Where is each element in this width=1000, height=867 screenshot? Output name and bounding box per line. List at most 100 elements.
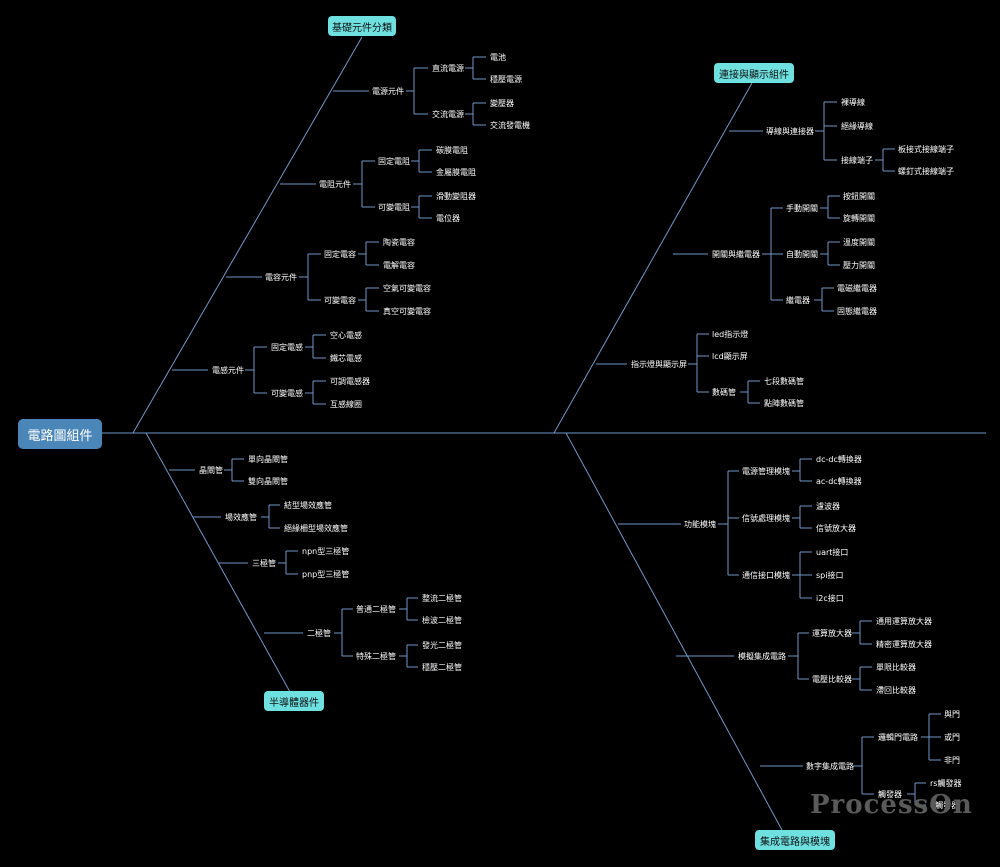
leaf-transformer: 變壓器 <box>490 98 514 108</box>
node-fixed-inductor: 固定電感 <box>271 342 303 352</box>
leaf-vacuum-variable-capacitor: 真空可變電容 <box>383 306 431 316</box>
node-diode: 二極管 <box>307 628 331 638</box>
leaf-d-flip-flop: d觸發器 <box>930 800 959 810</box>
node-function-module: 功能模塊 <box>684 519 716 529</box>
leaf-ceramic-capacitor: 陶瓷電容 <box>383 237 415 247</box>
leaf-mosfet: 絕緣柵型場效應管 <box>284 523 348 533</box>
node-transistor: 三極管 <box>252 558 276 568</box>
node-wires-connectors: 導線與連接器 <box>766 126 814 136</box>
branch-ic-modules: 功能模塊 電源管理模塊 信號處理模塊 通信接口模塊 dc-dc轉換器 ac-dc… <box>618 454 961 810</box>
leaf-board-terminal: 板接式接線端子 <box>898 144 954 154</box>
node-indicators-displays: 指示燈與顯示屏 <box>631 359 687 369</box>
leaf-mutual-inductor: 互感線圈 <box>330 399 362 409</box>
leaf-iron-core-inductor: 鐵芯電感 <box>330 353 362 363</box>
leaf-metal-film-resistor: 金屬膜電阻 <box>436 167 476 177</box>
branch-basic-components: 電源元件 直流電源 交流電源 電池 穩壓電源 變壓器 交流發電機 電阻元件 固定… <box>172 52 530 409</box>
node-relay: 繼電器 <box>786 295 810 305</box>
node-comparator: 電壓比較器 <box>812 674 852 684</box>
leaf-ac-dc-converter: ac-dc轉換器 <box>816 476 862 486</box>
node-auto-switch: 自動開關 <box>786 249 818 259</box>
watermark-logo: ProcessOn <box>810 790 973 820</box>
node-digit-tube: 數碼管 <box>712 387 736 397</box>
category-connection-display[interactable]: 連接與顯示組件 <box>714 63 794 83</box>
node-resistor-component: 電阻元件 <box>319 179 351 189</box>
leaf-unidirectional-thyristor: 單向晶閘管 <box>248 454 288 464</box>
leaf-ac-generator: 交流發電機 <box>490 120 530 130</box>
branch-connection-display: 導線與連接器 裸導線 絕緣導線 接線端子 板接式接線端子 螺釘式接線端子 開關與… <box>596 97 954 408</box>
node-variable-capacitor: 可變電容 <box>324 295 356 305</box>
leaf-pressure-switch: 壓力開關 <box>843 260 875 270</box>
leaf-detector-diode: 檢波二極管 <box>422 615 462 625</box>
leaf-zener-diode: 穩壓二極管 <box>422 662 462 672</box>
node-signal-processing: 信號處理模塊 <box>742 513 790 523</box>
leaf-air-core-inductor: 空心電感 <box>330 330 362 340</box>
node-variable-inductor: 可變電感 <box>271 388 303 398</box>
node-switches-relays: 開關與繼電器 <box>712 249 760 259</box>
node-fixed-capacitor: 固定電容 <box>324 249 356 259</box>
node-terminal-block: 接線端子 <box>841 155 873 165</box>
leaf-dot-matrix: 點陣數碼管 <box>764 398 804 408</box>
leaf-not-gate: 非門 <box>944 755 960 765</box>
leaf-spi: spi接口 <box>816 570 843 580</box>
leaf-rectifier-diode: 整流二極管 <box>422 593 462 603</box>
leaf-electrolytic-capacitor: 電解電容 <box>383 260 415 270</box>
leaf-general-op-amp: 通用運算放大器 <box>876 616 932 626</box>
branch-semiconductor-devices: 晶閘管 單向晶閘管 雙向晶閘管 場效應管 結型場效應管 絕緣柵型場效應管 三極管… <box>169 454 462 672</box>
node-flip-flop: 觸發器 <box>878 789 902 799</box>
leaf-adjustable-inductor: 可調電感器 <box>330 376 370 386</box>
leaf-seven-segment: 七段數碼管 <box>764 376 804 386</box>
node-fet: 場效應管 <box>225 512 257 522</box>
leaf-precision-op-amp: 精密運算放大器 <box>876 639 932 649</box>
leaf-push-button-switch: 按鈕開關 <box>843 191 875 201</box>
leaf-jfet: 結型場效應管 <box>284 500 332 510</box>
leaf-bidirectional-thyristor: 雙向晶閘管 <box>248 476 288 486</box>
node-fixed-resistor: 固定電阻 <box>378 156 410 166</box>
leaf-bare-wire: 裸導線 <box>841 97 865 107</box>
leaf-filter: 濾波器 <box>816 501 840 511</box>
leaf-rs-flip-flop: rs觸發器 <box>930 778 961 788</box>
leaf-signal-amplifier: 信號放大器 <box>816 523 856 533</box>
leaf-dc-dc-converter: dc-dc轉換器 <box>816 454 862 464</box>
node-power-component: 電源元件 <box>372 86 404 96</box>
node-variable-resistor: 可變電阻 <box>378 202 410 212</box>
node-analog-ic: 模擬集成電路 <box>738 651 786 661</box>
leaf-solid-state-relay: 固態繼電器 <box>837 306 877 316</box>
leaf-lcd-display: lcd顯示屏 <box>712 352 748 361</box>
category-ic-modules[interactable]: 集成電路與模塊 <box>755 830 835 850</box>
leaf-led-diode: 發光二極管 <box>422 640 462 650</box>
node-ac-power: 交流電源 <box>432 109 464 119</box>
node-manual-switch: 手動開關 <box>786 203 818 213</box>
bone-upper-right <box>553 82 753 434</box>
leaf-led-indicator: led指示燈 <box>712 329 748 339</box>
leaf-pnp-transistor: pnp型三極管 <box>302 569 349 579</box>
node-inductor-component: 電感元件 <box>212 365 244 375</box>
leaf-air-variable-capacitor: 空氣可變電容 <box>383 283 431 293</box>
node-thyristor: 晶閘管 <box>199 465 223 475</box>
node-logic-gate: 邏輯門電路 <box>878 732 918 742</box>
node-power-management: 電源管理模塊 <box>742 466 790 476</box>
leaf-rheostat: 滑動變阻器 <box>436 191 476 201</box>
leaf-screw-terminal: 螺釘式接線端子 <box>898 166 954 176</box>
category-semiconductor-devices[interactable]: 半導體器件 <box>264 691 324 711</box>
leaf-hysteresis-comparator: 滯回比較器 <box>876 685 916 695</box>
node-capacitor-component: 電容元件 <box>265 272 297 282</box>
leaf-electromagnetic-relay: 電磁繼電器 <box>837 283 877 293</box>
leaf-insulated-wire: 絕緣導線 <box>841 121 873 131</box>
leaf-and-gate: 與門 <box>944 709 960 719</box>
leaf-regulated-supply: 穩壓電源 <box>490 74 522 84</box>
leaf-single-threshold-comparator: 單限比較器 <box>876 662 916 672</box>
node-special-diode: 特殊二極管 <box>356 651 396 661</box>
node-comm-interface: 通信接口模塊 <box>742 570 790 580</box>
category-basic-components[interactable]: 基礎元件分類 <box>328 16 396 36</box>
leaf-rotary-switch: 旋轉開關 <box>843 213 875 223</box>
node-op-amp: 運算放大器 <box>812 628 852 638</box>
node-dc-power: 直流電源 <box>432 63 464 73</box>
leaf-or-gate: 或門 <box>944 732 960 742</box>
root-node[interactable]: 電路圖組件 <box>18 419 102 449</box>
leaf-uart: uart接口 <box>816 547 848 557</box>
node-normal-diode: 普通二極管 <box>356 604 396 614</box>
bone-lower-left <box>145 432 291 693</box>
leaf-potentiometer: 電位器 <box>436 213 460 223</box>
leaf-carbon-film-resistor: 碳膜電阻 <box>436 145 468 155</box>
